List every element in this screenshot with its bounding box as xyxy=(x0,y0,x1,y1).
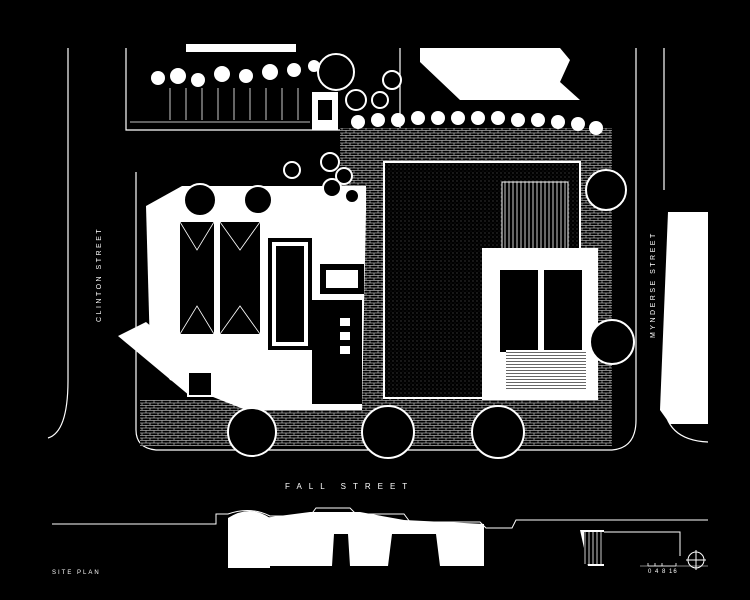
scale-label: 0 4 8 16 xyxy=(648,569,678,575)
drawing-title: SITE PLAN xyxy=(52,570,101,576)
parking-lot xyxy=(130,88,310,123)
mynderse-street-label: MYNDERSE STREET xyxy=(650,231,657,338)
scale-bar xyxy=(647,563,677,567)
north-arrow-icon xyxy=(686,550,706,570)
northeast-building xyxy=(420,48,580,100)
east-pavilion xyxy=(482,248,598,400)
fall-street-label: FALL STREET xyxy=(285,482,415,491)
plaza-fountain xyxy=(501,181,569,251)
west-building-complex xyxy=(118,186,366,410)
trees xyxy=(183,53,635,459)
north-building xyxy=(186,44,296,52)
shrub-row xyxy=(151,60,603,135)
east-block xyxy=(660,212,708,424)
clinton-street-label: CLINTON STREET xyxy=(96,226,103,322)
street-section xyxy=(52,507,708,568)
